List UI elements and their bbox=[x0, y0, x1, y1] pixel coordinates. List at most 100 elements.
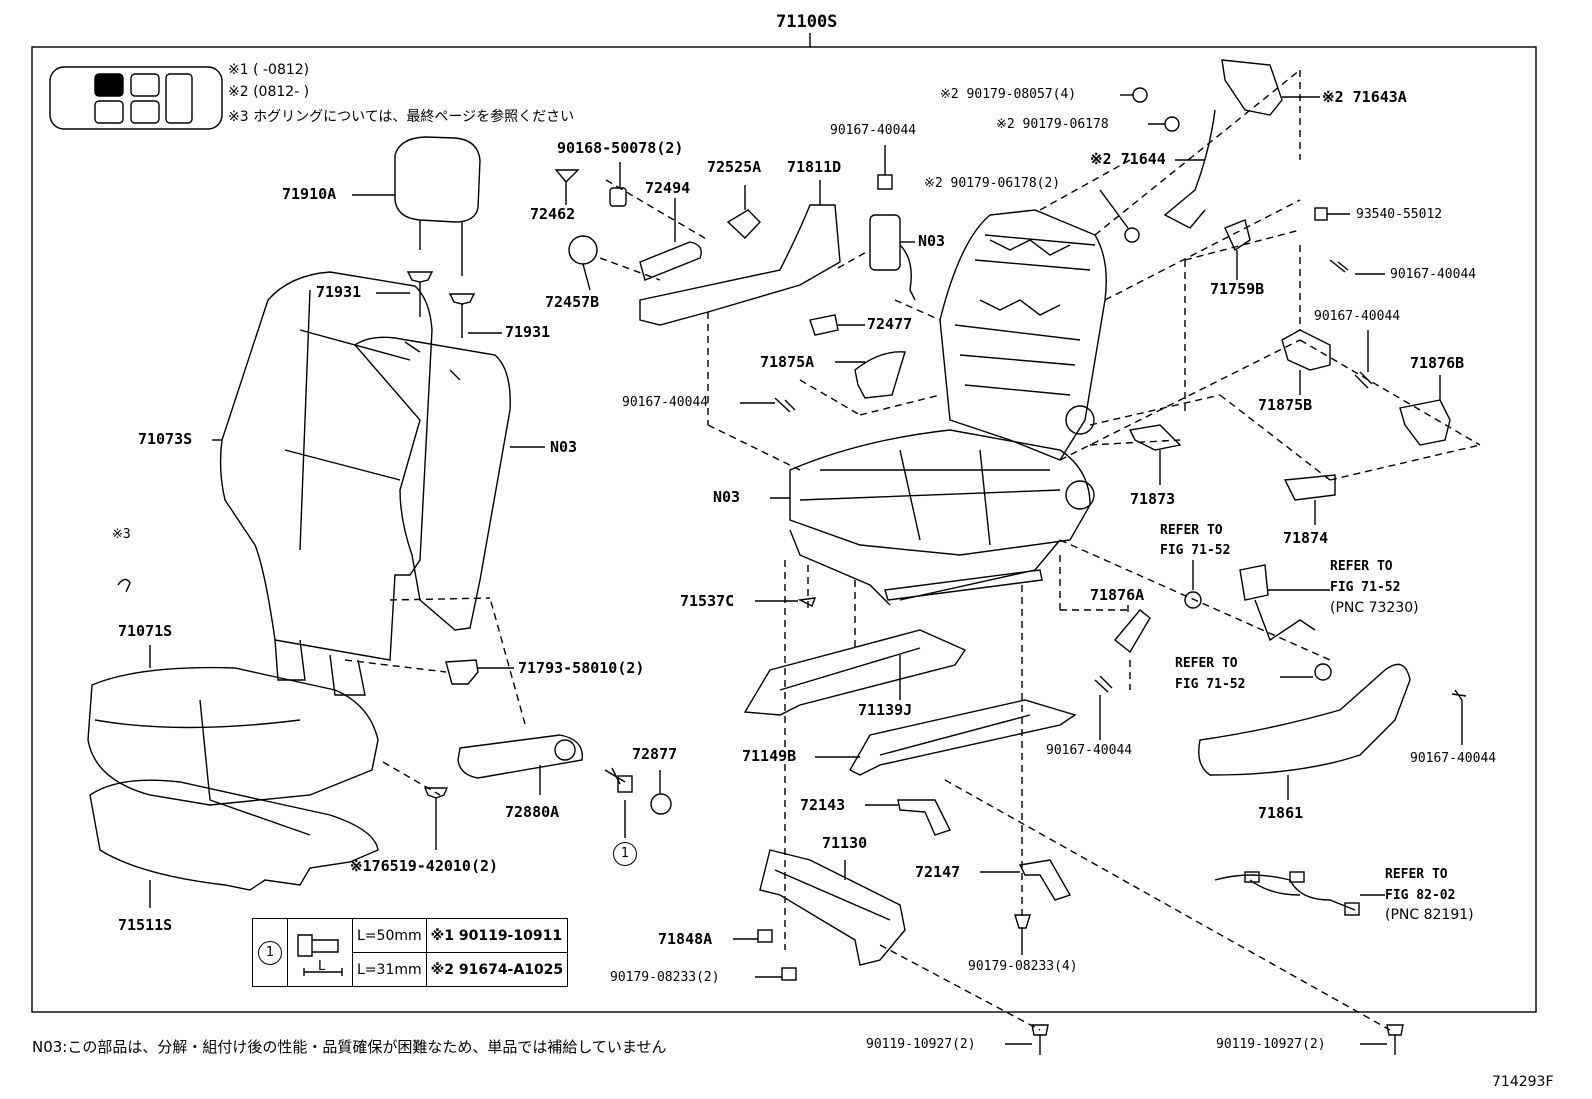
part-72462[interactable]: 72462 bbox=[530, 205, 576, 223]
part-90179-08057[interactable]: ※2 90179-08057(4) bbox=[940, 87, 1077, 102]
refer-4-line2[interactable]: FIG 82-02 bbox=[1385, 888, 1456, 903]
bolt-top-drawing bbox=[877, 174, 893, 190]
diagram-title: 71100S bbox=[776, 12, 838, 32]
cover-71759B-drawing bbox=[1224, 219, 1251, 252]
bracket-72143-drawing bbox=[897, 799, 951, 836]
refer-3-line2[interactable]: FIG 71-52 bbox=[1175, 677, 1246, 692]
part-93540[interactable]: 93540-55012 bbox=[1356, 207, 1443, 222]
part-71910A[interactable]: 71910A bbox=[282, 185, 337, 203]
seatback-cover-drawing bbox=[212, 271, 433, 696]
bracket-71873-drawing bbox=[1128, 424, 1182, 451]
part-71874[interactable]: 71874 bbox=[1283, 529, 1329, 547]
cap-72525A-drawing bbox=[726, 209, 761, 239]
clip-71793-drawing bbox=[445, 659, 479, 685]
part-90119-left[interactable]: 90119-10927(2) bbox=[866, 1037, 976, 1052]
part-72143[interactable]: 72143 bbox=[800, 796, 846, 814]
part-90179-06178-2[interactable]: ※2 90179-06178(2) bbox=[924, 176, 1061, 191]
part-71873[interactable]: 71873 bbox=[1130, 490, 1176, 508]
part-90167-lower[interactable]: 90167-40044 bbox=[1046, 743, 1133, 758]
part-71071S[interactable]: 71071S bbox=[118, 622, 173, 640]
screw-72877-drawing bbox=[604, 767, 672, 838]
nut-71848-drawing bbox=[781, 967, 797, 981]
bracket-72147-drawing bbox=[1018, 859, 1072, 901]
part-71644[interactable]: ※2 71644 bbox=[1090, 150, 1166, 168]
refer-1-line1[interactable]: REFER TO bbox=[1160, 523, 1223, 538]
bolt-table: 1 L L=50mm ※1 90119-10911 L=31mm ※2 9167… bbox=[252, 918, 569, 987]
part-72525A[interactable]: 72525A bbox=[707, 158, 762, 176]
part-71759B[interactable]: 71759B bbox=[1210, 280, 1265, 298]
knob-72457B-drawing bbox=[568, 235, 598, 265]
part-N03-frame[interactable]: N03 bbox=[713, 488, 741, 506]
note-1: ※1 ( -0812) bbox=[228, 62, 310, 78]
part-71875A[interactable]: 71875A bbox=[760, 353, 815, 371]
seat-frame-drawing bbox=[789, 209, 1107, 606]
table-part-1[interactable]: ※1 90119-10911 bbox=[425, 918, 569, 953]
bracket-71875B-drawing bbox=[1281, 329, 1331, 371]
clip-72477-drawing bbox=[809, 314, 839, 336]
part-90179-06178[interactable]: ※2 90179-06178 bbox=[996, 117, 1109, 132]
part-71511S[interactable]: 71511S bbox=[118, 916, 173, 934]
part-71139J[interactable]: 71139J bbox=[858, 701, 913, 719]
part-71537C[interactable]: 71537C bbox=[680, 592, 735, 610]
table-length-2: L=31mm bbox=[352, 952, 427, 987]
bracket-71876B-drawing bbox=[1399, 399, 1451, 446]
bolt-90119-right-drawing bbox=[1360, 1024, 1404, 1055]
part-72877[interactable]: 72877 bbox=[632, 745, 678, 763]
part-90167-left[interactable]: 90167-40044 bbox=[622, 395, 709, 410]
part-hog-ring[interactable]: ※3 bbox=[112, 527, 131, 542]
refer-2-line1[interactable]: REFER TO bbox=[1330, 559, 1393, 574]
part-90167-right-lower[interactable]: 90167-40044 bbox=[1410, 751, 1497, 766]
part-N03-airbag[interactable]: N03 bbox=[918, 232, 946, 250]
part-71793[interactable]: 71793-58010(2) bbox=[518, 659, 645, 677]
part-71861[interactable]: 71861 bbox=[1258, 804, 1304, 822]
part-71931-b[interactable]: 71931 bbox=[505, 323, 551, 341]
part-90167-top[interactable]: 90167-40044 bbox=[830, 123, 917, 138]
part-90179-08233-right[interactable]: 90179-08233(4) bbox=[968, 959, 1078, 974]
table-part-2[interactable]: ※2 91674-A1025 bbox=[425, 952, 569, 987]
refer-1-line2[interactable]: FIG 71-52 bbox=[1160, 543, 1231, 558]
headrest-drawing bbox=[352, 136, 502, 338]
part-71848A[interactable]: 71848A bbox=[658, 930, 713, 948]
part-71876A[interactable]: 71876A bbox=[1090, 586, 1145, 604]
refer-4-line1[interactable]: REFER TO bbox=[1385, 867, 1448, 882]
diagram-frame bbox=[31, 46, 1537, 1013]
cable-71644-drawing bbox=[1163, 109, 1216, 229]
part-71931[interactable]: 71931 bbox=[316, 283, 362, 301]
table-dim-label: L bbox=[318, 959, 326, 974]
part-90179-08233-left[interactable]: 90179-08233(2) bbox=[610, 970, 720, 985]
part-71876B[interactable]: 71876B bbox=[1410, 354, 1465, 372]
recliner-lever-drawing bbox=[457, 734, 584, 795]
clip-71537C-drawing bbox=[797, 597, 817, 607]
part-72880A[interactable]: 72880A bbox=[505, 803, 560, 821]
ref-circle-1: 1 bbox=[613, 842, 637, 866]
refer-3-line1[interactable]: REFER TO bbox=[1175, 656, 1238, 671]
refer-2-line2[interactable]: FIG 71-52 bbox=[1330, 580, 1401, 595]
part-176519[interactable]: ※176519-42010(2) bbox=[350, 857, 499, 875]
note-2: ※2 (0812- ) bbox=[228, 84, 310, 100]
part-N03-backboard[interactable]: N03 bbox=[550, 438, 578, 456]
table-ref-circle: 1 bbox=[258, 940, 282, 965]
part-71130[interactable]: 71130 bbox=[822, 834, 868, 852]
part-72494[interactable]: 72494 bbox=[645, 179, 691, 197]
part-71073S[interactable]: 71073S bbox=[138, 430, 193, 448]
part-72477[interactable]: 72477 bbox=[867, 315, 913, 333]
part-90167-right-mid[interactable]: 90167-40044 bbox=[1314, 309, 1401, 324]
part-90119-right[interactable]: 90119-10927(2) bbox=[1216, 1037, 1326, 1052]
part-71643A[interactable]: ※2 71643A bbox=[1322, 88, 1407, 106]
bracket-71876A-drawing bbox=[1114, 609, 1151, 654]
part-71811D[interactable]: 71811D bbox=[787, 158, 842, 176]
part-71149B[interactable]: 71149B bbox=[742, 747, 797, 765]
side-shield-71861-drawing bbox=[1198, 663, 1411, 776]
part-71875B[interactable]: 71875B bbox=[1258, 396, 1313, 414]
part-90167-right-top[interactable]: 90167-40044 bbox=[1390, 267, 1477, 282]
part-90168[interactable]: 90168-50078(2) bbox=[557, 139, 684, 157]
wire-harness-drawing bbox=[1214, 874, 1356, 911]
part-72457B[interactable]: 72457B bbox=[545, 293, 600, 311]
rail-71149B-drawing bbox=[849, 699, 1077, 776]
side-airbag-drawing bbox=[869, 214, 916, 301]
pin-71848A-drawing bbox=[757, 929, 773, 943]
part-72147[interactable]: 72147 bbox=[915, 863, 961, 881]
figure-code: 714293F bbox=[1492, 1074, 1554, 1090]
bolt-90119-left-drawing bbox=[1005, 1024, 1049, 1055]
